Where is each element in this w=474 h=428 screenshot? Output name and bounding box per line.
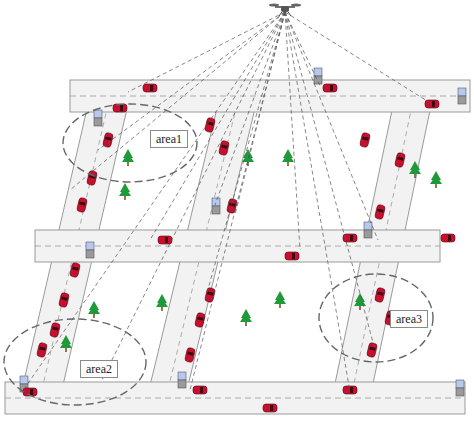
car: [77, 197, 88, 212]
tree: [60, 335, 72, 348]
roadside-unit: [458, 88, 466, 104]
car: [375, 287, 386, 302]
car: [205, 287, 216, 302]
uav-link: [205, 12, 285, 300]
car: [367, 342, 378, 357]
car: [425, 100, 439, 108]
roadside-unit: [364, 222, 372, 238]
car: [59, 292, 70, 307]
roadside-unit: [212, 198, 220, 214]
car: [323, 84, 337, 92]
uav-link: [285, 12, 350, 392]
uav-link: [128, 12, 285, 92]
roadside-units: [20, 68, 466, 396]
car: [395, 152, 406, 167]
roadside-unit: [178, 372, 186, 388]
car: [193, 386, 207, 394]
uav-link: [285, 12, 300, 250]
horizontal-center-lines: [5, 96, 470, 398]
uav-link: [98, 12, 285, 150]
car: [375, 204, 386, 219]
uav-icon: [269, 4, 301, 17]
uav-links: [22, 12, 432, 392]
car: [37, 342, 48, 357]
tree: [122, 149, 134, 162]
uav-link: [235, 12, 285, 215]
tree: [119, 183, 131, 196]
area-region: area2: [3, 318, 147, 406]
uav-link: [215, 12, 285, 205]
vehicles: [23, 84, 455, 412]
tree: [409, 161, 421, 174]
area-region: area3: [318, 273, 434, 363]
car: [195, 312, 206, 327]
car: [219, 140, 230, 155]
tree: [240, 309, 252, 322]
roadside-unit: [456, 380, 464, 396]
tree: [242, 149, 254, 162]
uav-link: [102, 12, 285, 380]
uav-link: [285, 12, 320, 86]
roadside-unit: [86, 242, 94, 258]
car: [185, 347, 196, 362]
car: [143, 84, 157, 92]
road: [70, 80, 470, 112]
car: [70, 262, 81, 277]
uav-link: [285, 12, 378, 240]
car: [360, 132, 371, 147]
horizontal-roads: [5, 80, 470, 414]
car: [113, 104, 127, 112]
car: [343, 386, 357, 394]
car: [285, 252, 299, 260]
car: [50, 322, 61, 337]
car: [205, 117, 216, 132]
uav-link: [285, 12, 375, 350]
road: [35, 230, 440, 262]
tree: [156, 294, 168, 307]
uav-link: [150, 12, 285, 240]
car: [441, 234, 455, 242]
region-outline: [3, 318, 147, 406]
area-label: area3: [390, 310, 428, 328]
roadside-unit: [94, 110, 102, 126]
area-region: area1: [62, 103, 198, 183]
tree: [354, 293, 366, 306]
car: [263, 404, 277, 412]
tree: [274, 291, 286, 304]
tree: [430, 171, 442, 184]
car: [158, 236, 172, 244]
car: [87, 170, 98, 185]
trees: [60, 149, 442, 352]
road: [5, 382, 465, 414]
tree: [282, 149, 294, 162]
area-label: area1: [150, 130, 188, 148]
uav-link: [22, 12, 285, 392]
uav-link: [285, 12, 432, 104]
tree: [88, 301, 100, 314]
uav-link: [190, 12, 285, 390]
area-label: area2: [80, 360, 118, 378]
